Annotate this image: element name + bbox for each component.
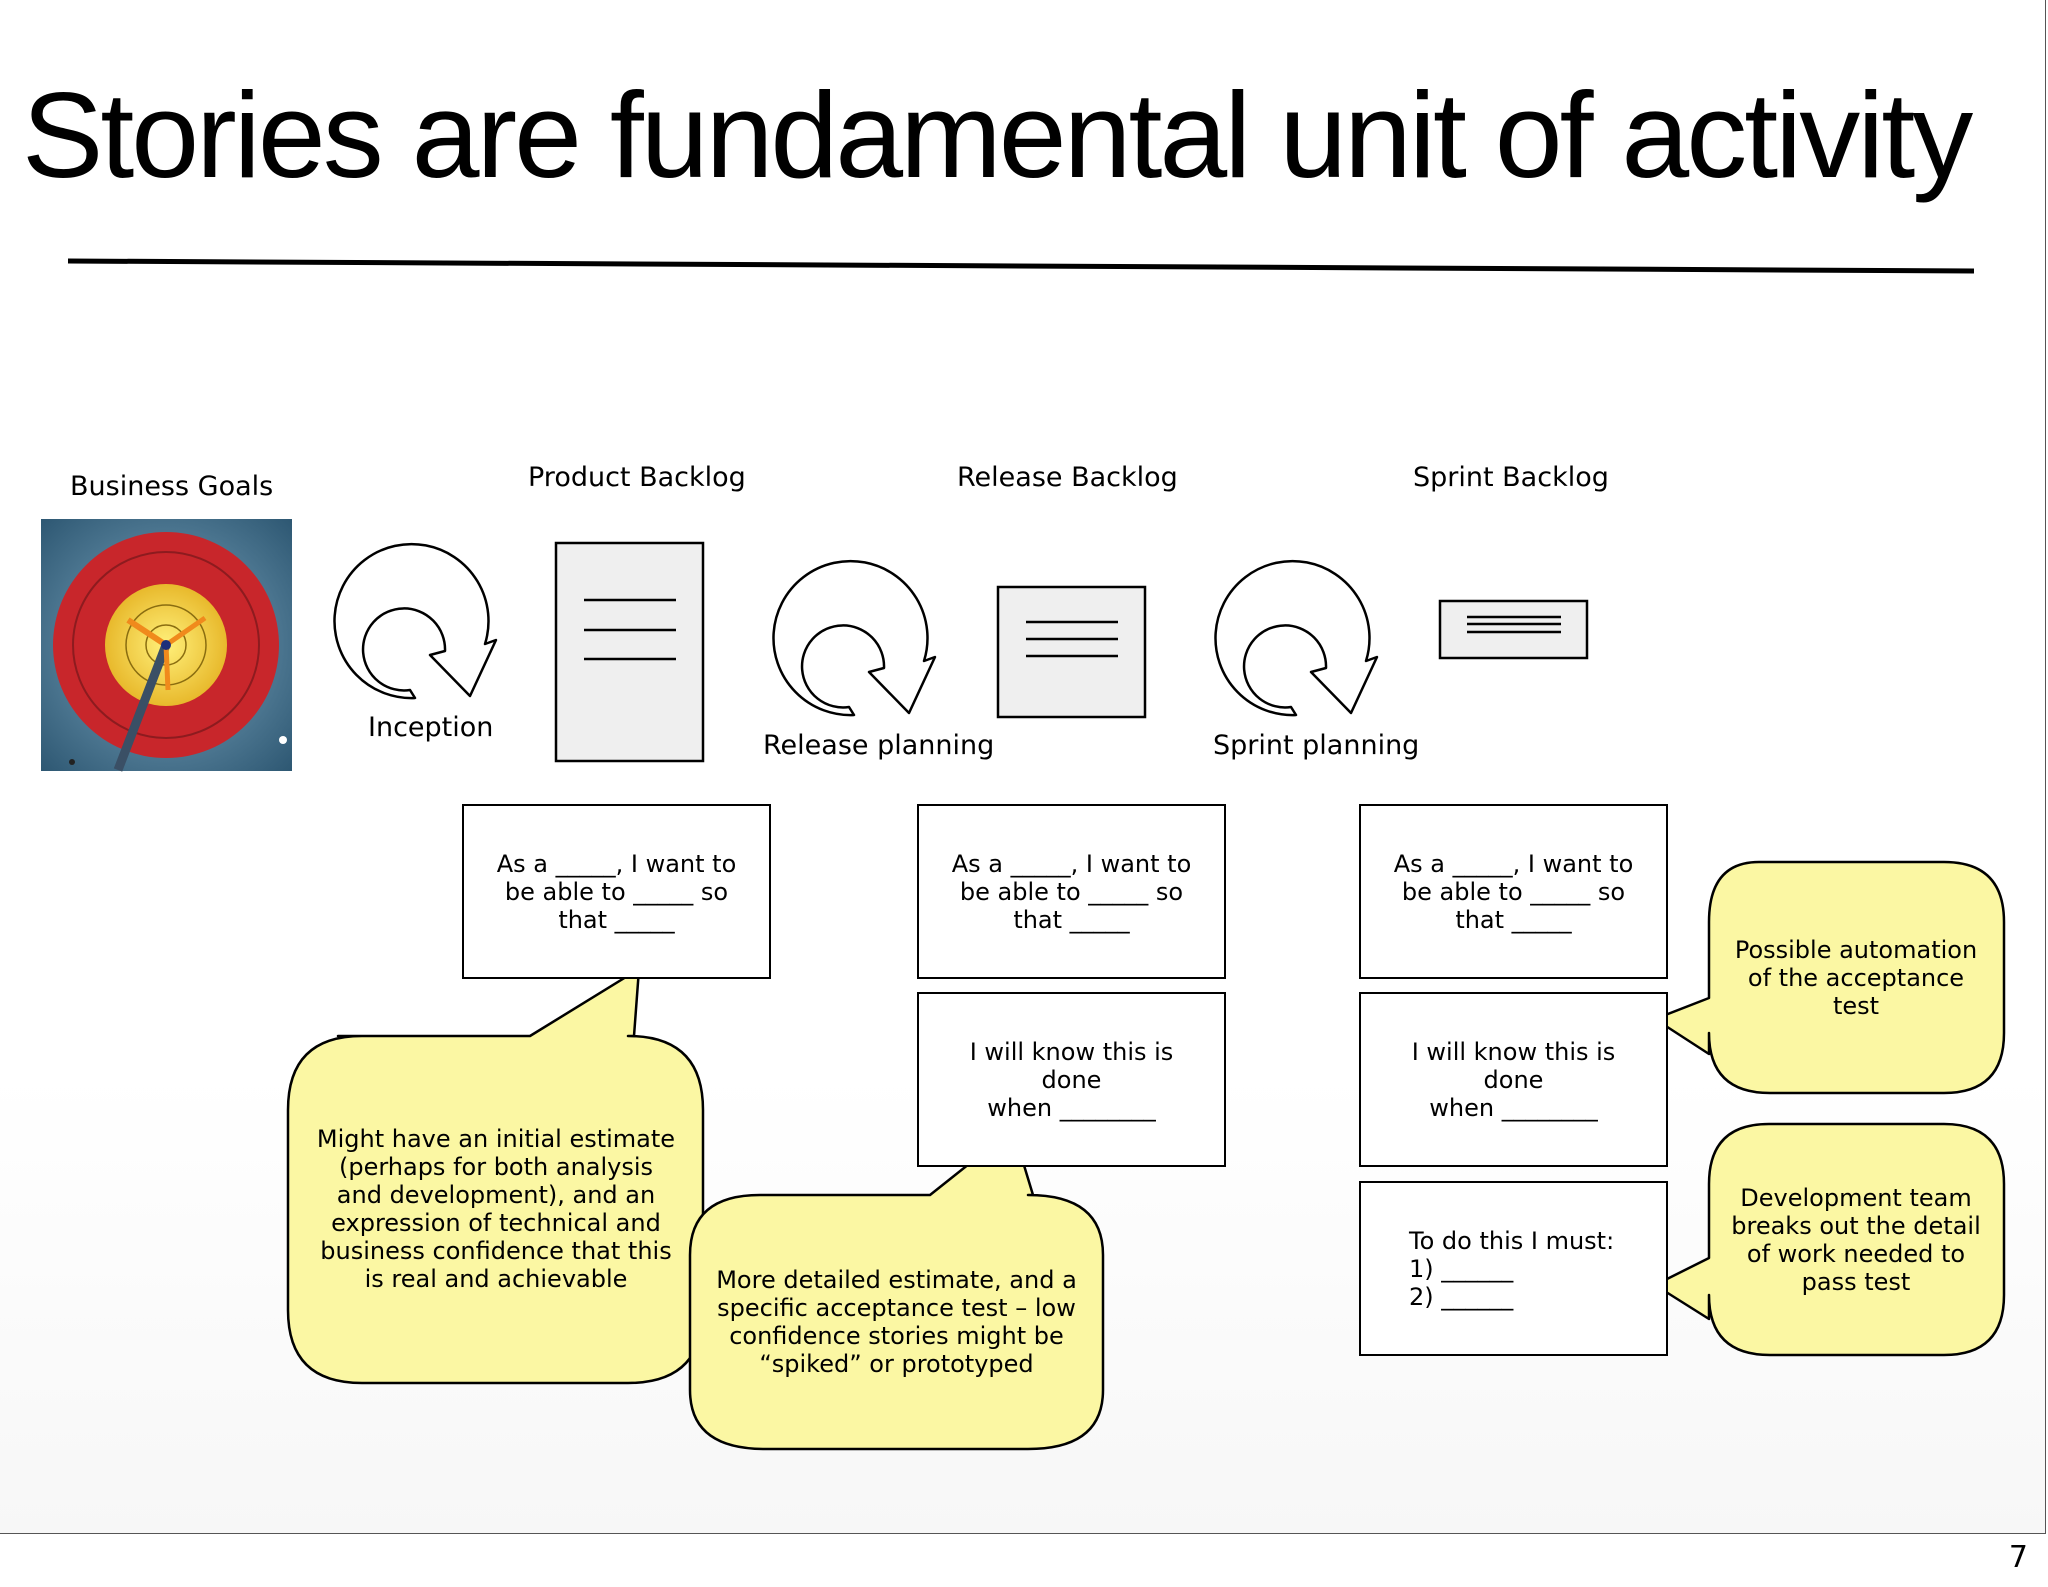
page-number: 7 xyxy=(2008,1540,2028,1575)
label-product-backlog: Product Backlog xyxy=(528,462,746,493)
slide-title: Stories are fundamental unit of activity xyxy=(22,67,1973,203)
product-backlog-document-icon xyxy=(554,541,705,763)
callout-detailed-estimate xyxy=(688,1127,1105,1451)
label-business-goals: Business Goals xyxy=(70,471,274,502)
story-card-sprint: As a _____, I want to be able to _____ s… xyxy=(1359,804,1668,979)
callout-initial-estimate xyxy=(286,967,705,1385)
target-image xyxy=(41,519,292,772)
callout-dev-team-text: Development team breaks out the detail o… xyxy=(1731,1184,1981,1296)
callout-automation-text: Possible automation of the acceptance te… xyxy=(1734,936,1978,1020)
label-inception: Inception xyxy=(368,712,494,743)
release-backlog-document-icon xyxy=(996,585,1147,719)
sprint-backlog-document-icon xyxy=(1438,599,1589,660)
label-sprint-backlog: Sprint Backlog xyxy=(1413,462,1609,493)
cycle-arrow-icon xyxy=(333,542,498,700)
story-card-product: As a _____, I want to be able to _____ s… xyxy=(462,804,771,979)
label-release-backlog: Release Backlog xyxy=(957,462,1178,493)
callout-initial-estimate-text: Might have an initial estimate (perhaps … xyxy=(316,1125,676,1293)
done-card-sprint: I will know this is done when ________ xyxy=(1359,992,1668,1167)
slide: Stories are fundamental unit of activity… xyxy=(0,0,2046,1534)
cycle-arrow-icon xyxy=(772,559,937,717)
label-sprint-planning: Sprint planning xyxy=(1213,730,1420,761)
label-release-planning: Release planning xyxy=(763,730,995,761)
story-card-release: As a _____, I want to be able to _____ s… xyxy=(917,804,1226,979)
callout-automation xyxy=(1653,860,2006,1095)
done-card-release: I will know this is done when ________ xyxy=(917,992,1226,1167)
todo-card-sprint: To do this I must: 1) ______ 2) ______ xyxy=(1359,1181,1668,1356)
callout-dev-team xyxy=(1653,1122,2006,1357)
cycle-arrow-icon xyxy=(1214,559,1379,717)
callout-detailed-estimate-text: More detailed estimate, and a specific a… xyxy=(716,1266,1077,1378)
